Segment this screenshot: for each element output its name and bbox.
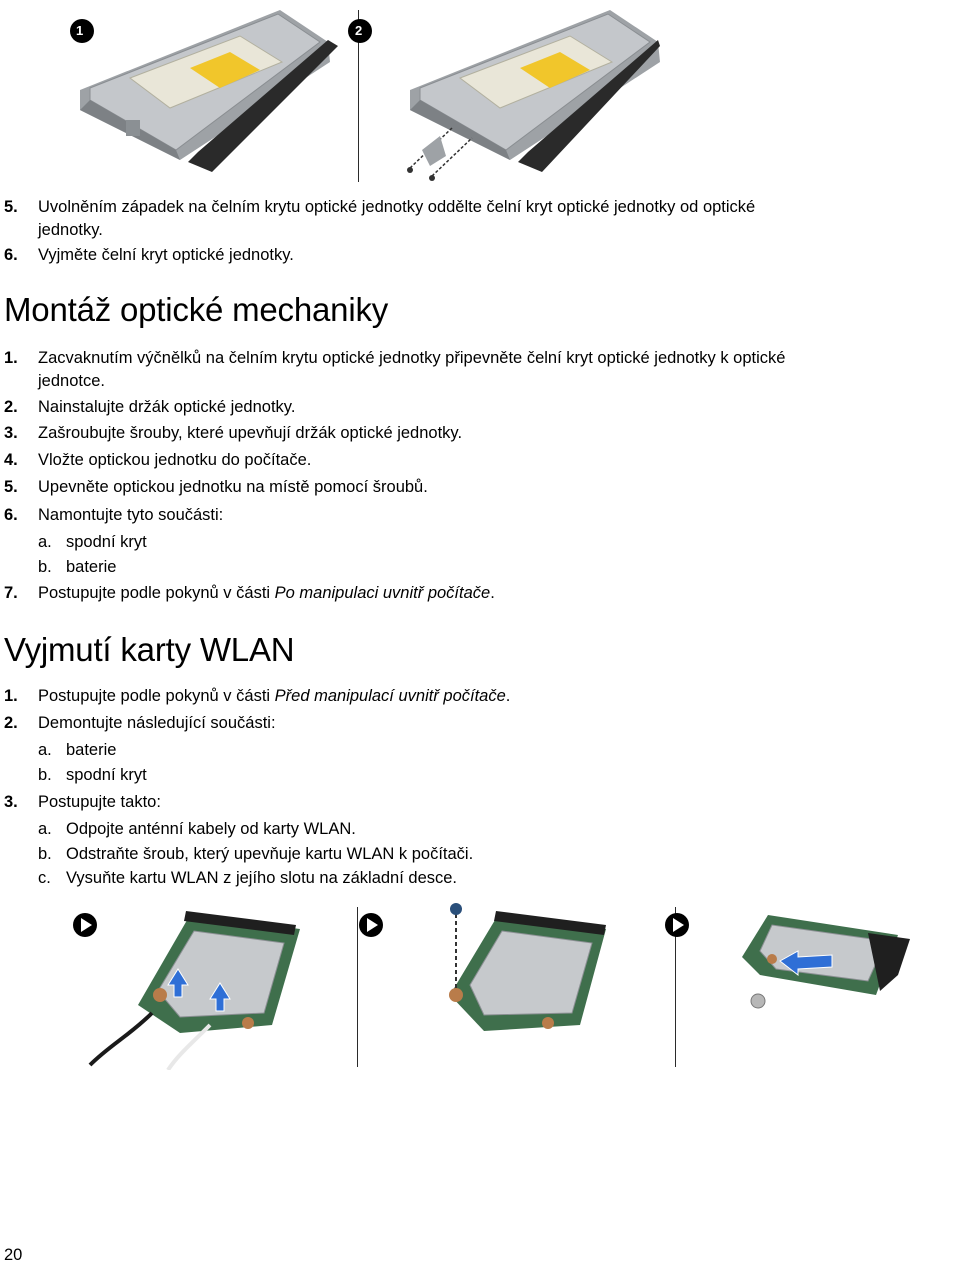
s1-step-6-number: 6.	[4, 506, 18, 524]
step-play-icon-2	[358, 912, 384, 938]
wlan-card-illustration	[88, 903, 910, 1072]
s1-step-3-text: Zašroubujte šrouby, které upevňují držák…	[38, 424, 463, 442]
s2-step-2-text: Demontujte následující součásti:	[38, 714, 276, 732]
s1-step-5-text: Upevněte optickou jednotku na místě pomo…	[38, 478, 428, 496]
s1-step-7-number: 7.	[4, 584, 18, 602]
callout-2-icon: 2	[347, 18, 373, 44]
s1-step-7-text-main: Postupujte podle pokynů v části	[38, 584, 275, 602]
s2-substep2-a-text: baterie	[66, 741, 117, 759]
optical-drive-step1	[80, 10, 338, 172]
optical-drive-step2	[407, 10, 660, 181]
s2-substep3-c-text: Vysuňte kartu WLAN z jejího slotu na zák…	[66, 869, 458, 887]
wlan-card-step-c	[742, 915, 910, 1009]
intro-step-6-number: 6.	[4, 246, 18, 264]
callout-1-label: 1	[76, 23, 84, 38]
s1-step-1-number: 1.	[4, 349, 18, 367]
optical-drive-figure	[60, 0, 660, 185]
intro-step-5-text-line1: Uvolněním západek na čelním krytu optick…	[38, 198, 756, 216]
section-title-vyjmuti-wlan: Vyjmutí karty WLAN	[4, 631, 295, 668]
s2-substep2-b-letter: b.	[38, 766, 52, 784]
s1-step-1-text-line2: jednotce.	[38, 372, 105, 390]
s2-substep3-b-text: Odstraňte šroub, který upevňuje kartu WL…	[66, 845, 474, 863]
s2-step-3-text: Postupujte takto:	[38, 793, 161, 811]
s2-substep2-a-letter: a.	[38, 741, 52, 759]
s2-step-1-number: 1.	[4, 687, 18, 705]
s1-step-7-suffix: .	[490, 584, 495, 602]
intro-step-5-number: 5.	[4, 198, 18, 216]
s1-step-1-text-line1: Zacvaknutím výčnělků na čelním krytu opt…	[38, 349, 786, 367]
s2-step-1-link-italic: Před manipulací uvnitř počítače	[274, 687, 506, 705]
section-title-montaz: Montáž optické mechaniky	[4, 291, 389, 328]
s1-step-6-text: Namontujte tyto součásti:	[38, 506, 224, 524]
s1-step-5-number: 5.	[4, 478, 18, 496]
s2-step-2-number: 2.	[4, 714, 18, 732]
s2-substep3-b-letter: b.	[38, 845, 52, 863]
wlan-card-step-a	[88, 911, 300, 1072]
s2-step-3-number: 3.	[4, 793, 18, 811]
intro-step-6-text: Vyjměte čelní kryt optické jednotky.	[38, 246, 294, 264]
page-number: 20	[4, 1246, 23, 1264]
callout-1-icon: 1	[69, 18, 95, 44]
s1-substep-a-text: spodní kryt	[66, 533, 147, 551]
s2-step-1-text: Postupujte podle pokynů v části Před man…	[38, 684, 510, 708]
s1-step-2-text: Nainstalujte držák optické jednotky.	[38, 398, 296, 416]
s1-step-4-number: 4.	[4, 451, 18, 469]
s1-step-2-number: 2.	[4, 398, 18, 416]
step-play-icon-1	[72, 912, 98, 938]
s2-substep3-c-letter: c.	[38, 869, 51, 887]
s2-step-1-suffix: .	[505, 687, 511, 705]
wlan-card-figure	[60, 895, 920, 1072]
callout-2-label: 2	[355, 23, 363, 38]
intro-step-5-text-line2: jednotky.	[38, 221, 103, 239]
s2-substep2-b-text: spodní kryt	[66, 766, 147, 784]
s1-substep-b-letter: b.	[38, 558, 52, 576]
s2-substep3-a-text: Odpojte anténní kabely od karty WLAN.	[66, 820, 356, 838]
s2-substep3-a-letter: a.	[38, 820, 52, 838]
s1-step-4-text: Vložte optickou jednotku do počítače.	[38, 451, 312, 469]
s1-step-7-link-italic: Po manipulaci uvnitř počítače	[274, 584, 491, 602]
s2-step-1-text-main: Postupujte podle pokynů v části	[38, 687, 275, 705]
s1-step-3-number: 3.	[4, 424, 18, 442]
s1-substep-b-text: baterie	[66, 558, 117, 576]
s1-substep-a-letter: a.	[38, 533, 52, 551]
optical-drive-illustration	[80, 10, 660, 182]
s1-step-7-text: Postupujte podle pokynů v části Po manip…	[38, 581, 495, 605]
step-play-icon-3	[664, 912, 690, 938]
wlan-card-step-b	[449, 903, 606, 1031]
